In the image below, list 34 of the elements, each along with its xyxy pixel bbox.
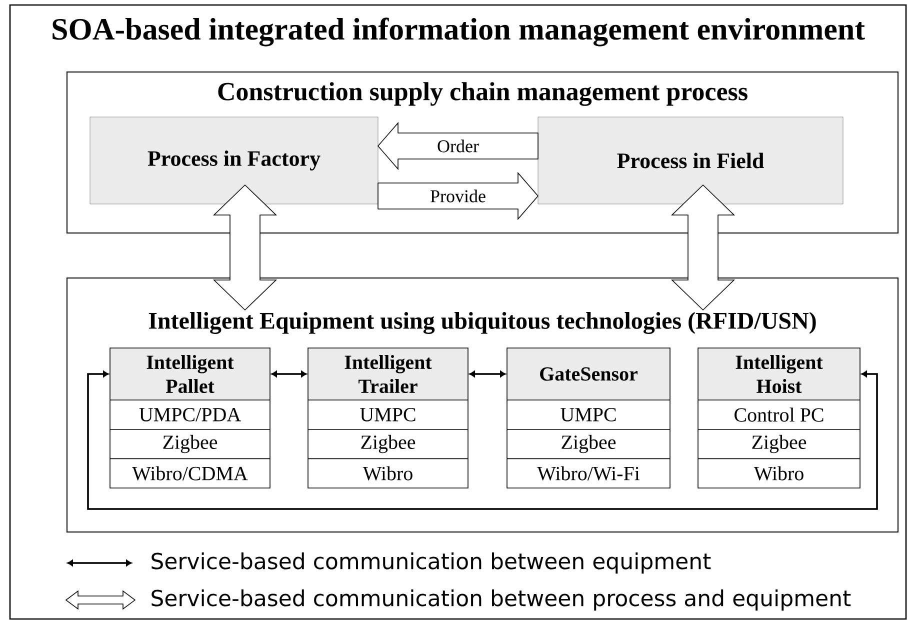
legend-text: Service-based communication between process and equipment — [152, 589, 851, 611]
table-cell: UMPC — [360, 408, 416, 422]
panel-heading: Intelligent Equipment using ubiquitous technologies (RFID/USN) — [148, 312, 816, 334]
table-cell: Wibro/Wi-Fi — [537, 466, 640, 480]
equipment-table — [308, 348, 468, 488]
table-cell: Wibro/CDMA — [132, 466, 248, 480]
arrow — [271, 370, 307, 378]
table-header: GateSensor — [540, 367, 638, 381]
process-panel — [66, 72, 899, 234]
process-panel — [66, 278, 899, 532]
arrow — [87, 370, 878, 510]
equipment-table — [506, 348, 670, 488]
process-box: Process in Factory — [90, 116, 378, 204]
edge-label: Provide — [429, 188, 487, 204]
edge-label: Order — [436, 138, 480, 154]
table-cell: UMPC/PDA — [139, 408, 241, 422]
table-header: Intelligent Hoist — [736, 354, 823, 394]
table-cell: Zigbee — [562, 434, 616, 454]
table-cell: Wibro — [754, 466, 804, 480]
legend-text: Service-based communication between equipment — [152, 552, 711, 574]
equipment-table — [698, 348, 860, 488]
table-cell: Zigbee — [163, 434, 218, 454]
equipment-table — [110, 348, 270, 488]
table-cell: Zigbee — [752, 434, 806, 454]
table-header: Intelligent Pallet — [146, 354, 234, 394]
title: SOA-based integrated information management environment — [52, 18, 865, 46]
table-cell: UMPC — [560, 408, 616, 422]
process-box: Process in Field — [538, 116, 844, 204]
arrow — [469, 370, 506, 378]
panel-heading: Construction supply chain management process — [218, 82, 748, 106]
table-cell: Control PC — [734, 408, 824, 422]
table-header: Intelligent Trailer — [344, 354, 432, 394]
table-cell: Zigbee — [361, 434, 416, 454]
table-cell: Wibro — [362, 466, 412, 480]
